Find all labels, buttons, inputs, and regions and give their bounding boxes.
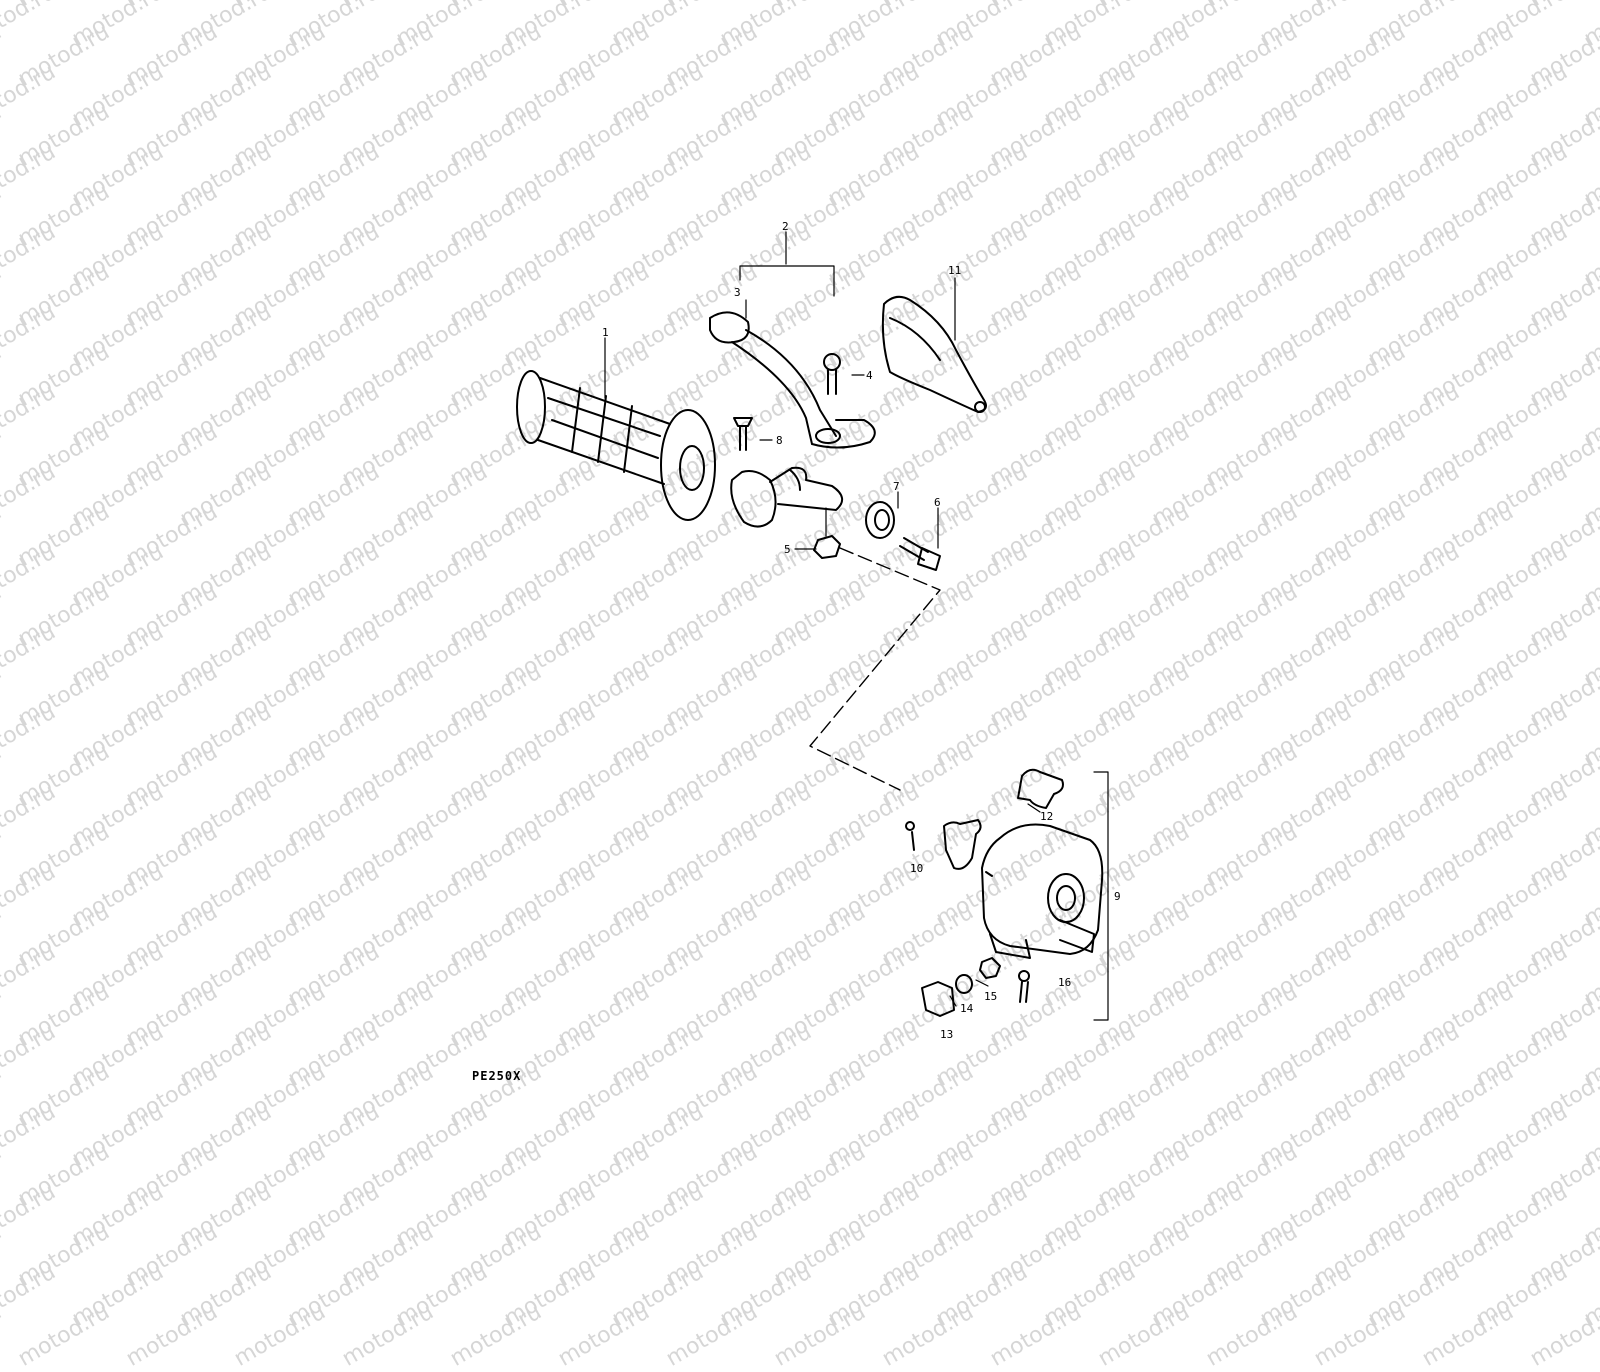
callout-2: 2 <box>782 220 789 233</box>
watermark-text: motod.ru <box>716 1259 816 1332</box>
screw-part <box>733 417 753 451</box>
watermark-text: motod.ru <box>338 1299 438 1372</box>
bolt-part <box>899 537 941 571</box>
switch-knob-left-part <box>943 819 982 870</box>
callout-labels: 1 2 3 4 5 6 7 8 9 10 11 12 13 14 15 16 <box>602 220 1121 1041</box>
watermark-text: motod.ru <box>1364 1259 1464 1332</box>
watermark-text: motod.ru <box>878 1299 978 1372</box>
watermark-text: motod.ru <box>554 1299 654 1372</box>
callout-11: 11 <box>948 264 961 277</box>
watermark-text: motod.ru <box>500 1259 600 1332</box>
leader-lines <box>604 231 1109 1021</box>
callout-5: 5 <box>784 543 791 556</box>
watermark-text: motod.ru <box>1580 1259 1600 1332</box>
callout-14: 14 <box>960 1002 974 1015</box>
watermark-text: motod.ru <box>1202 1219 1302 1292</box>
watermark-text: motod.ru <box>1472 1259 1572 1332</box>
watermark-text: motod.ru <box>986 1219 1086 1292</box>
nut-part <box>813 535 841 559</box>
callout-3: 3 <box>734 286 741 299</box>
parts-diagram: 1 2 3 4 5 6 7 8 9 10 11 12 13 14 15 16 <box>516 220 1121 1041</box>
lever-holder-part <box>730 466 843 528</box>
lever-cover-part <box>881 295 987 413</box>
switch-housing-part <box>981 823 1104 959</box>
watermark-text: motod.ru <box>1310 1299 1410 1372</box>
watermark-text: motod.ru <box>122 1299 222 1372</box>
watermark-text: motod.ru <box>1148 1259 1248 1332</box>
model-code: PE250X <box>472 1069 522 1083</box>
watermark-text: motod.ru <box>554 1219 654 1292</box>
long-screw-part <box>1018 970 1030 1003</box>
callout-13: 13 <box>940 1028 953 1041</box>
callout-10: 10 <box>910 862 923 875</box>
watermark-text: motod.ru <box>446 1219 546 1292</box>
watermark-text: motod.ru <box>230 1299 330 1372</box>
watermark-text: motod.ru <box>1094 1219 1194 1292</box>
watermark-text: motod.ru <box>122 1219 222 1292</box>
watermark-text: motod.ru <box>1202 1299 1302 1372</box>
washer-part <box>865 501 895 539</box>
callout-12: 12 <box>1040 810 1053 823</box>
pin-part <box>823 353 841 395</box>
watermark-text: motod.ru <box>392 1259 492 1332</box>
watermark-text: motod.ru <box>338 1219 438 1292</box>
callout-4: 4 <box>866 369 873 382</box>
watermark-text: motod.ru <box>986 1299 1086 1372</box>
watermark-text: motod.ru <box>1094 1299 1194 1372</box>
lever-part <box>709 311 876 449</box>
knob-lower-part <box>921 981 955 1017</box>
small-nut-part <box>979 957 1001 979</box>
watermark-text: motod.ru <box>1526 1219 1600 1292</box>
callout-7: 7 <box>893 480 900 493</box>
watermark-text: motod.ru <box>68 1259 168 1332</box>
assembly-dashed-line <box>809 547 941 791</box>
watermark-text: motod.ru <box>662 1219 762 1292</box>
watermark-text: motod.ru <box>14 1299 114 1372</box>
switch-knob-upper-part <box>1017 768 1064 809</box>
callout-15: 15 <box>984 990 997 1003</box>
watermark-text: motod.ru <box>230 1219 330 1292</box>
watermark-text: motod.ru <box>1310 1219 1410 1292</box>
watermark-text: motod.ru <box>176 1259 276 1332</box>
watermark-text: motod.ru <box>824 1259 924 1332</box>
callout-6: 6 <box>934 496 941 509</box>
watermark-text: motod.ru <box>1526 1299 1600 1372</box>
watermark-text: motod.ru <box>284 1259 384 1332</box>
callout-16: 16 <box>1058 976 1071 989</box>
watermark-text: motod.ru <box>446 1299 546 1372</box>
watermark-text: motod.ru <box>932 1259 1032 1332</box>
watermark-text: motod.ru <box>0 1299 6 1372</box>
watermark-text: motod.ru <box>878 1219 978 1292</box>
watermark-text: motod.ru <box>770 1219 870 1292</box>
watermark-text: motod.ru <box>770 1299 870 1372</box>
small-screw-part <box>905 821 915 851</box>
callout-1: 1 <box>602 326 609 339</box>
watermark-text: motod.ru <box>1256 1259 1356 1332</box>
callout-8: 8 <box>776 434 783 447</box>
watermark-text: motod.ru <box>608 1259 708 1332</box>
small-washer-part <box>955 974 973 994</box>
watermark-text: motod.ru <box>14 1219 114 1292</box>
grip-part <box>516 370 716 521</box>
watermark-text: motod.ru <box>1418 1299 1518 1372</box>
watermark-text: motod.ru <box>662 1299 762 1372</box>
watermark-text: motod.ru <box>1040 1259 1140 1332</box>
watermark-text: motod.ru <box>0 1219 6 1292</box>
watermark-text: motod.ru <box>1418 1219 1518 1292</box>
callout-9: 9 <box>1114 890 1121 903</box>
watermark-text: motod.ru <box>0 1259 60 1332</box>
